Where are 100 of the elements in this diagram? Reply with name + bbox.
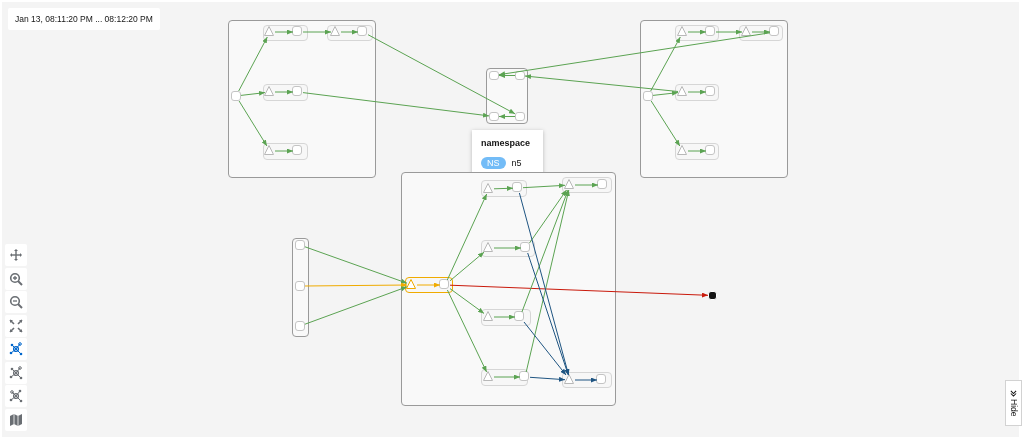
service-node	[230, 90, 241, 101]
service-node	[294, 320, 305, 331]
arrow	[521, 189, 569, 313]
service-node	[597, 179, 607, 189]
service-node	[705, 26, 715, 36]
arrow	[652, 90, 679, 96]
app-group-box	[674, 142, 719, 160]
workload-node	[483, 371, 493, 381]
service-node	[488, 70, 499, 80]
app-group-box	[480, 179, 527, 197]
arrow	[529, 189, 567, 244]
arrow	[574, 182, 599, 188]
service-node	[514, 311, 524, 321]
arrow	[574, 377, 598, 383]
arrow	[304, 246, 408, 284]
workload-node	[677, 26, 687, 36]
workload-node	[330, 26, 340, 36]
arrow	[527, 252, 569, 376]
app-group-box	[738, 24, 783, 41]
namespace-box	[401, 172, 616, 406]
app-group-box	[480, 239, 535, 257]
arrow	[525, 189, 570, 373]
arrow	[498, 32, 771, 77]
arrow	[493, 314, 516, 320]
arrow	[522, 183, 566, 189]
arrow	[687, 29, 707, 35]
arrow	[304, 282, 408, 288]
external-node	[708, 291, 717, 300]
arrow	[493, 245, 522, 251]
service-node	[519, 371, 529, 381]
service-node	[705, 86, 715, 96]
arrow	[751, 29, 771, 35]
arrow	[650, 36, 681, 92]
app-group-box	[480, 368, 528, 386]
arrow	[446, 193, 488, 281]
workload-node	[264, 26, 274, 36]
service-node	[769, 26, 779, 36]
arrow	[240, 90, 266, 96]
app-group-box	[262, 24, 308, 41]
arrow	[449, 288, 485, 314]
arrow	[524, 74, 679, 92]
namespace-badge: NS	[481, 157, 506, 169]
arrow	[493, 185, 514, 191]
arrow	[523, 321, 567, 376]
arrow	[304, 286, 408, 325]
app-group-box	[674, 83, 719, 101]
workload-node	[264, 145, 274, 155]
arrow	[687, 89, 707, 95]
tooltip-heading: namespace	[481, 138, 532, 148]
service-node	[292, 86, 302, 96]
arrow	[340, 29, 359, 35]
namespace-box	[640, 20, 788, 178]
service-node	[514, 111, 525, 121]
app-group-box	[561, 176, 612, 193]
app-group-box	[326, 24, 373, 41]
namespace-box	[228, 20, 376, 178]
service-node	[514, 70, 525, 80]
service-node	[520, 242, 530, 252]
app-group-box	[404, 276, 453, 293]
app-group-box	[480, 308, 531, 326]
app-group-box	[262, 83, 308, 101]
workload-node	[264, 86, 274, 96]
arrow	[449, 284, 709, 298]
service-node	[512, 182, 522, 192]
arrow	[274, 148, 294, 154]
service-node	[294, 239, 305, 250]
arrow	[449, 251, 485, 282]
app-group-box	[262, 142, 308, 160]
arrow	[238, 36, 268, 92]
arrow	[529, 376, 566, 382]
app-group-box	[674, 24, 719, 41]
workload-node	[483, 311, 493, 321]
service-node	[642, 90, 653, 101]
arrow	[687, 148, 707, 154]
workload-node	[406, 279, 416, 289]
arrow	[274, 89, 294, 95]
arrow	[518, 192, 570, 376]
app-group-box	[561, 371, 612, 388]
service-node	[357, 26, 367, 36]
workload-node	[564, 179, 574, 189]
arrow	[715, 29, 743, 35]
arrow	[274, 29, 294, 35]
workload-node	[741, 26, 751, 36]
service-node	[439, 279, 449, 289]
hide-button: Hide	[1005, 380, 1022, 426]
workload-node	[483, 183, 493, 193]
service-node	[705, 145, 715, 155]
workload-node	[677, 86, 687, 96]
arrow	[416, 282, 441, 288]
arrow	[302, 29, 332, 35]
namespace-name: n5	[511, 158, 522, 168]
workload-node	[564, 374, 574, 384]
service-node	[294, 280, 305, 291]
namespace-box	[292, 238, 309, 337]
arrow	[238, 100, 268, 147]
arrow	[446, 289, 488, 373]
arrow	[650, 100, 681, 147]
arrow	[498, 73, 516, 78]
service-node	[292, 145, 302, 155]
service-node	[596, 374, 606, 384]
